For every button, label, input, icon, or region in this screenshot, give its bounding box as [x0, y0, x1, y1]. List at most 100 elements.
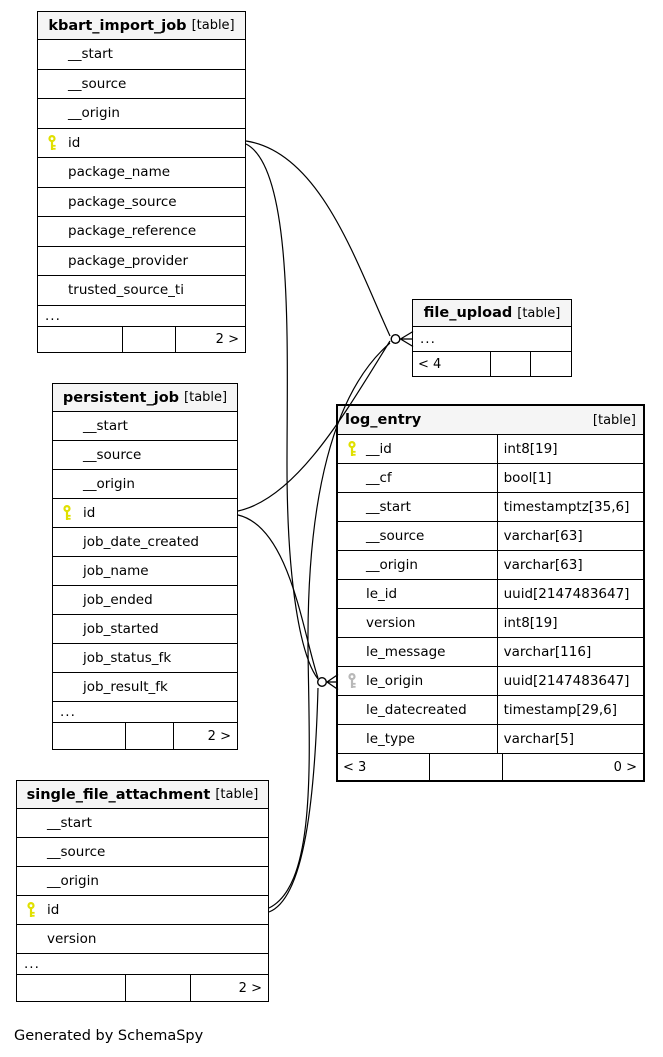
column-type: timestamp[29,6] — [503, 702, 618, 718]
column-name: __start — [366, 499, 411, 515]
column-row-version: version — [17, 925, 268, 954]
table-header-persistent_job[interactable]: persistent_job[table] — [53, 384, 237, 412]
column-name: id — [83, 505, 96, 521]
table-name: single_file_attachment — [26, 786, 211, 803]
column-name: package_name — [68, 164, 171, 181]
footer-cell-right: 2 > — [174, 326, 245, 352]
column-row-le_type: le_type varchar[5] — [338, 725, 643, 754]
column-name: __origin — [47, 873, 99, 889]
footer-cell-right: 2 > — [173, 723, 237, 749]
ellipsis-label: ... — [45, 307, 61, 324]
table-header-file_upload[interactable]: file_upload[table] — [413, 300, 571, 327]
column-name: job_ended — [83, 592, 153, 608]
column-row-package_source: package_source — [38, 188, 245, 217]
column-row-job_ended: job_ended — [53, 586, 237, 615]
column-name: job_name — [83, 563, 149, 579]
truncated-columns-row: ... — [17, 954, 268, 975]
column-name: le_message — [366, 644, 446, 660]
footer-cell-right — [529, 352, 571, 376]
column-row-__source: __source — [38, 70, 245, 99]
column-row-job_date_created: job_date_created — [53, 528, 237, 557]
table-tag: [table] — [215, 787, 259, 802]
column-name: __source — [366, 528, 425, 544]
column-row-__origin: __origin — [53, 470, 237, 499]
table-header-log_entry[interactable]: log_entry[table] — [338, 406, 643, 435]
column-name: __start — [47, 815, 92, 831]
column-row-package_provider: package_provider — [38, 247, 245, 276]
table-header-single_file_attachment[interactable]: single_file_attachment [table] — [17, 781, 268, 809]
column-row-package_name: package_name — [38, 158, 245, 188]
table-kbart_import_job: kbart_import_job[table]__start__source__… — [37, 11, 246, 353]
column-name: __start — [83, 418, 128, 434]
primary-key-icon — [48, 134, 56, 150]
column-name: le_type — [366, 731, 415, 747]
column-row-job_started: job_started — [53, 615, 237, 644]
footer-cell-left: < 3 — [343, 759, 367, 775]
column-name: __source — [47, 844, 106, 860]
column-row-id: id — [17, 896, 268, 925]
table-tag: [table] — [191, 18, 235, 33]
ellipsis-label: ... — [24, 956, 40, 972]
column-type: int8[19] — [503, 441, 558, 457]
column-type: int8[19] — [503, 615, 558, 631]
footer-cell-left — [53, 723, 125, 749]
column-name: package_reference — [68, 223, 197, 240]
column-name: __origin — [366, 557, 418, 573]
column-row-le_message: le_message varchar[116] — [338, 638, 643, 667]
column-row-__start: __start — [17, 809, 268, 838]
footer-cell-left — [17, 975, 125, 1001]
column-row-id: id — [38, 129, 245, 158]
column-name: package_provider — [68, 252, 188, 269]
table-tag: [table] — [184, 390, 228, 405]
column-name: package_source — [68, 193, 177, 210]
column-row-job_name: job_name — [53, 557, 237, 586]
column-name: __origin — [68, 105, 120, 122]
column-row-__source: __source varchar[63] — [338, 522, 643, 551]
table-tag: [table] — [517, 305, 561, 321]
truncated-columns-row: ... — [413, 327, 571, 352]
column-type: uuid[2147483647] — [503, 586, 630, 602]
column-row-__source: __source — [53, 441, 237, 470]
column-row-le_datecreated: le_datecreated timestamp[29,6] — [338, 696, 643, 725]
column-name: job_result_fk — [83, 679, 168, 695]
column-row-__origin: __origin — [38, 99, 245, 129]
table-header-kbart_import_job[interactable]: kbart_import_job[table] — [38, 12, 245, 40]
column-type: varchar[116] — [503, 644, 592, 660]
column-name: __origin — [83, 476, 135, 492]
column-name: trusted_source_ti — [68, 282, 184, 299]
column-type: varchar[63] — [503, 557, 583, 573]
column-row-job_status_fk: job_status_fk — [53, 644, 237, 673]
column-row-id: id — [53, 499, 237, 528]
table-tag: [table] — [592, 412, 636, 428]
column-name: le_datecreated — [366, 702, 467, 718]
column-name: job_date_created — [83, 534, 199, 550]
footer-cell-left — [38, 327, 122, 352]
column-name: job_started — [83, 621, 159, 637]
footer-cell-middle — [428, 754, 503, 780]
table-persistent_job: persistent_job[table] __start __source __or… — [52, 383, 238, 750]
footer-cell-right: 0 > — [502, 754, 643, 780]
table-file_upload: file_upload[table]... < 4 — [412, 299, 572, 377]
column-name: version — [47, 931, 97, 947]
ellipsis-label: ... — [420, 331, 436, 347]
primary-key-icon — [348, 441, 356, 456]
column-row-__origin: __origin varchar[63] — [338, 551, 643, 580]
foreign-key-icon — [348, 673, 356, 688]
footer-cell-left: < 4 — [418, 356, 442, 372]
column-row-package_reference: package_reference — [38, 217, 245, 247]
table-single_file_attachment: single_file_attachment [table] __start __so… — [16, 780, 269, 1002]
column-name: version — [366, 615, 416, 631]
column-type: varchar[63] — [503, 528, 583, 544]
column-name: __source — [83, 447, 142, 463]
column-type: bool[1] — [503, 470, 552, 486]
footer-cell-middle — [125, 723, 173, 749]
column-type: varchar[5] — [503, 731, 575, 747]
primary-key-icon — [63, 505, 71, 520]
column-row-trusted_source_ti: trusted_source_ti — [38, 276, 245, 306]
